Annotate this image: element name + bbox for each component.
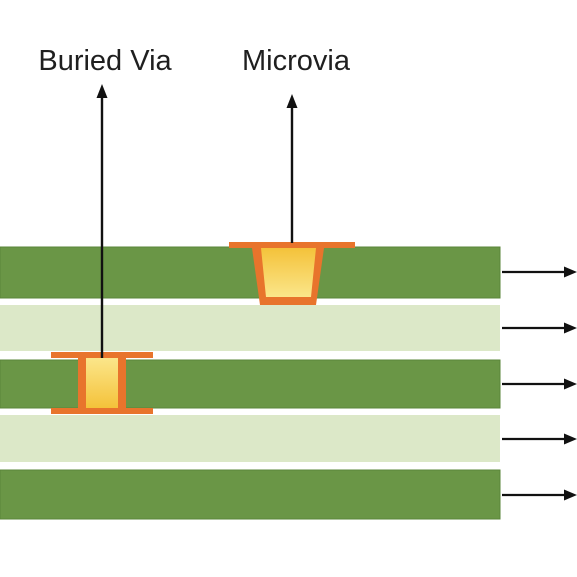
layer-4-light (0, 415, 500, 462)
layer-3-dark (0, 359, 501, 409)
layer-2-light (0, 305, 500, 351)
buried-via-fill (86, 358, 118, 408)
layer-stack (0, 246, 501, 520)
buried-via-pointer-head (96, 84, 108, 98)
microvia-fill (261, 248, 316, 297)
microvia (229, 242, 355, 305)
layer-2-arrow-head (564, 322, 577, 334)
layer-3-arrow-head (564, 378, 577, 390)
layer-arrows (502, 266, 577, 501)
microvia-pointer-head (286, 94, 298, 108)
layer-1-arrow-head (564, 266, 577, 278)
pointer-arrows (96, 84, 298, 358)
buried-via (51, 352, 153, 414)
layer-1-dark (0, 246, 501, 299)
microvia-label: Microvia (242, 45, 351, 77)
layer-5-arrow-head (564, 489, 577, 501)
buried-via-label: Buried Via (38, 45, 172, 77)
layer-4-arrow-head (564, 433, 577, 445)
layer-5-dark (0, 469, 501, 520)
